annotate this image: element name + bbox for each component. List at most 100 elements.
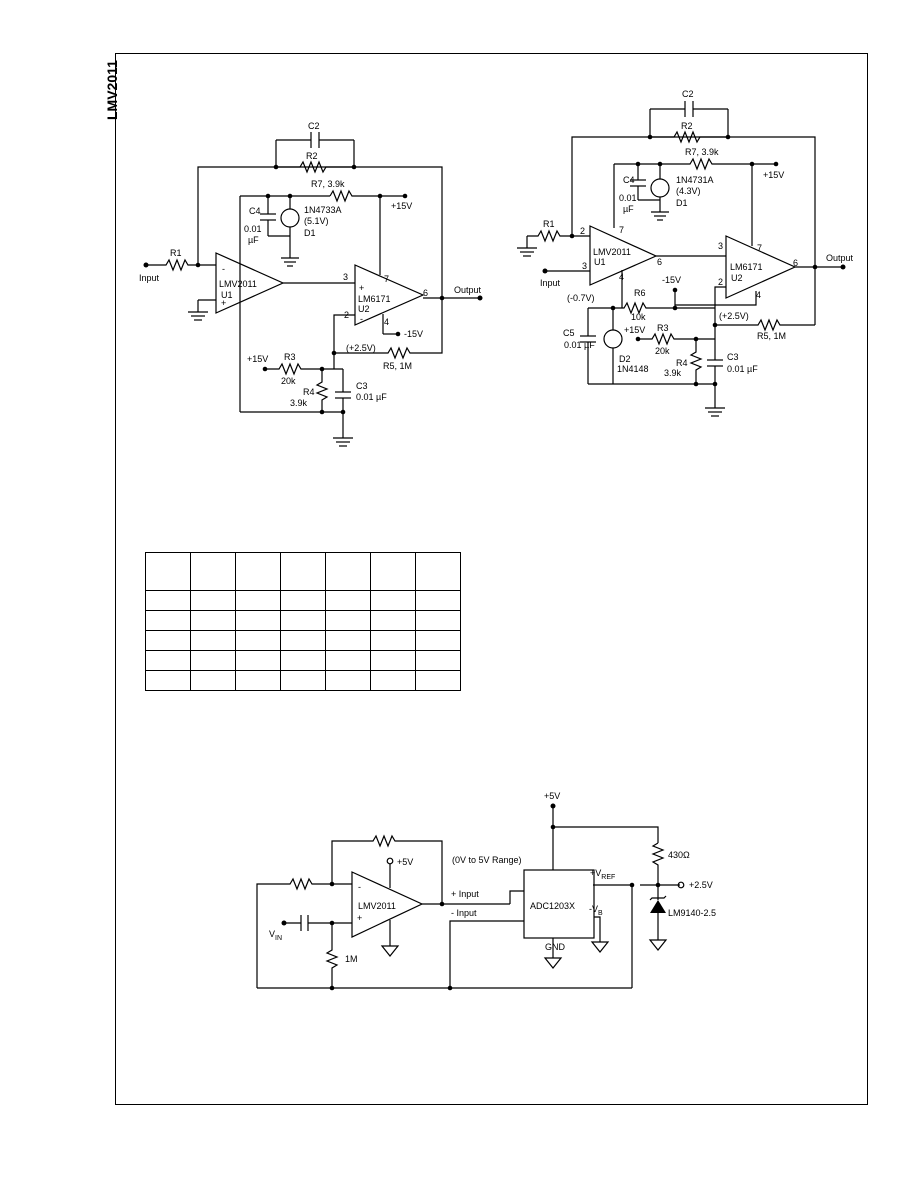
c-adc-label: ADC1203X <box>530 901 575 911</box>
b-pin4a: 4 <box>619 272 624 282</box>
a-u2-label: U2 <box>358 304 370 314</box>
a-input-label: Input <box>139 273 160 283</box>
b-r4-label: R4 <box>676 358 688 368</box>
a-pin2: 2 <box>344 310 349 320</box>
page-frame <box>115 53 868 1105</box>
b-plus25: (+2.5V) <box>719 311 749 321</box>
a-r4-val: 3.9k <box>290 398 308 408</box>
b-pin2b: 2 <box>718 277 723 287</box>
c-plus5-top: +5V <box>544 791 560 801</box>
table-row <box>145 552 461 591</box>
a-c3-label: C3 <box>356 381 368 391</box>
a-op1-label: LMV2011 <box>219 279 257 289</box>
c-plus5-op: +5V <box>397 857 413 867</box>
a-c3-val: 0.01 µF <box>356 392 387 402</box>
b-c4-label: C4 <box>623 175 635 185</box>
circuit-a: C2 R2 R7, 3.9k +15V C4 0.01 µF 1N4733A (… <box>139 121 483 447</box>
a-r3-label: R3 <box>284 352 296 362</box>
a-op2-label: LM6171 <box>358 294 391 304</box>
b-pin3b: 3 <box>718 241 723 251</box>
a-r7-label: R7, 3.9k <box>311 179 345 189</box>
b-d2-label: D2 <box>619 354 631 364</box>
b-op1-label: LMV2011 <box>593 247 631 257</box>
a-r1-label: R1 <box>170 248 182 258</box>
a-c4-val1: 0.01 <box>244 224 262 234</box>
b-pin3a: 3 <box>582 261 587 271</box>
c-plus-input: + Input <box>451 889 479 899</box>
a-pin4: 4 <box>384 317 389 327</box>
b-d1-v: (4.3V) <box>676 186 701 196</box>
a-r3-val: 20k <box>281 376 296 386</box>
circuit-b: C2 R2 R7, 3.9k +15V C4 0.01 µF 1N4731A (… <box>517 89 854 417</box>
b-minus07: (-0.7V) <box>567 293 595 303</box>
b-d1-part: 1N4731A <box>676 175 714 185</box>
b-u2-label: U2 <box>731 273 743 283</box>
b-r1-label: R1 <box>543 219 555 229</box>
a-op2-plus: + <box>359 283 364 293</box>
b-d2-part: 1N4148 <box>617 364 649 374</box>
c-minus-input: - Input <box>451 908 477 918</box>
b-pin2a: 2 <box>580 226 585 236</box>
a-pin3: 3 <box>343 272 348 282</box>
a-c4-val2: µF <box>248 235 259 245</box>
a-output-label: Output <box>454 285 482 295</box>
b-c3-label: C3 <box>727 352 739 362</box>
a-op1-plus: + <box>221 298 226 308</box>
c-plus25-label: +2.5V <box>689 880 713 890</box>
b-pin7a: 7 <box>619 225 624 235</box>
a-plus15-left: +15V <box>247 354 268 364</box>
a-c2-label: C2 <box>308 121 320 131</box>
b-r7-label: R7, 3.9k <box>685 147 719 157</box>
b-pin6b: 6 <box>793 258 798 268</box>
table-row <box>145 670 461 691</box>
b-d1: D1 <box>676 198 688 208</box>
b-r5-label: R5, 1M <box>757 331 786 341</box>
c-op-plus: + <box>357 913 362 923</box>
b-c5-label: C5 <box>563 328 575 338</box>
a-op2-minus: - <box>360 314 363 324</box>
b-r6-val: 10k <box>631 312 646 322</box>
a-u1-label: U1 <box>221 290 233 300</box>
c-r430-label: 430Ω <box>668 850 690 860</box>
table-row <box>145 630 461 651</box>
c-r1m-label: 1M <box>345 954 358 964</box>
c-vref-label: +VREF <box>590 868 615 881</box>
a-minus15: -15V <box>404 329 423 339</box>
b-r2-label: R2 <box>681 121 693 131</box>
circuit-c: +5V (0V to 5V Range) +5V - + LMV2011 +VR… <box>256 791 716 991</box>
b-c5-val: 0.01 µF <box>564 340 595 350</box>
a-pin6: 6 <box>423 288 428 298</box>
a-r4-label: R4 <box>303 387 315 397</box>
c-gnd-label: GND <box>545 942 566 952</box>
a-d1: D1 <box>304 228 316 238</box>
b-c4-val1: 0.01 <box>619 193 637 203</box>
b-r4-val: 3.9k <box>664 368 682 378</box>
data-table-grid <box>145 552 461 691</box>
b-plus15b: +15V <box>624 325 645 335</box>
b-plus15: +15V <box>763 170 784 180</box>
a-pin7: 7 <box>384 274 389 284</box>
c-ref-part: LM9140-2.5 <box>668 908 716 918</box>
b-c3-val: 0.01 µF <box>727 364 758 374</box>
b-output-label: Output <box>826 253 854 263</box>
a-c4-label: C4 <box>249 206 261 216</box>
c-op-minus: - <box>358 882 361 892</box>
c-vb-label: -VB <box>589 904 603 917</box>
a-r5-label: R5, 1M <box>383 361 412 371</box>
table-row <box>145 650 461 671</box>
b-pin4b: 4 <box>756 290 761 300</box>
a-d1-part: 1N4733A <box>304 205 342 215</box>
b-c2-label: C2 <box>682 89 694 99</box>
b-r6-label: R6 <box>634 288 646 298</box>
c-vin-label: VIN <box>269 929 282 942</box>
b-input-label: Input <box>540 278 561 288</box>
b-pin7b: 7 <box>757 243 762 253</box>
b-r3-val: 20k <box>655 346 670 356</box>
b-u1-label: U1 <box>594 257 606 267</box>
a-plus15-top: +15V <box>391 201 412 211</box>
a-r2-label: R2 <box>306 151 318 161</box>
b-op2-label: LM6171 <box>730 262 763 272</box>
a-plus25: (+2.5V) <box>346 343 376 353</box>
c-range: (0V to 5V Range) <box>452 855 522 865</box>
